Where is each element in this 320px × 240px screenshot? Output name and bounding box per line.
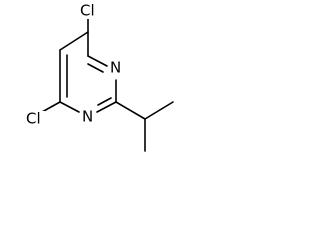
- molecule-structure-diagram: Cl N N Cl: [25, 2, 174, 152]
- bond-c6-cl: [41, 101, 61, 113]
- bond-n1-c2: [96, 101, 117, 113]
- bond-n1-c2-inner: [97, 97, 112, 106]
- chlorine-label-top: Cl: [80, 2, 95, 20]
- chlorine-label-left: Cl: [26, 110, 41, 128]
- bond-c6-n1: [59, 101, 80, 113]
- bond-c2-ch: [115, 101, 146, 120]
- bond-c4-c5: [59, 31, 89, 51]
- atom-n-lower: N: [80, 108, 94, 126]
- bond-ch-methyl-up: [144, 101, 174, 120]
- atom-cl-top: Cl: [79, 2, 99, 20]
- atom-n-upper: N: [108, 59, 122, 77]
- bond-n3-c4-inner: [87, 63, 104, 73]
- bond-n3-c4: [87, 55, 108, 67]
- nitrogen-label-lower: N: [82, 108, 93, 126]
- nitrogen-label-upper: N: [110, 59, 121, 77]
- atom-cl-left: Cl: [25, 110, 45, 128]
